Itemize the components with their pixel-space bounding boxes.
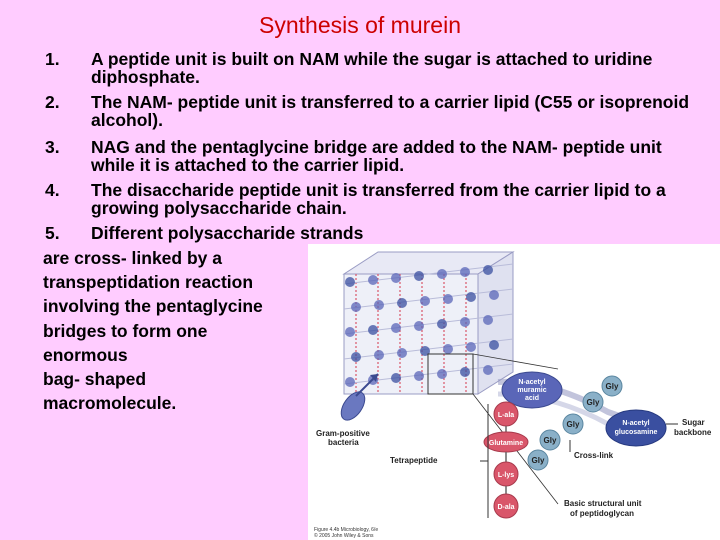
- lattice-sphere: [483, 265, 493, 275]
- step-number: 1.: [45, 49, 60, 69]
- lattice-sphere: [391, 273, 401, 283]
- step-text: The NAM- peptide unit is transferred to …: [91, 92, 690, 130]
- nag-label-2: glucosamine: [615, 429, 658, 436]
- gram-positive-label: Gram-positive: [316, 429, 370, 438]
- step-text: NAG and the pentaglycine bridge are adde…: [91, 137, 662, 175]
- gly-label: Gly: [532, 456, 545, 465]
- lattice-sphere: [443, 294, 453, 304]
- lattice-sphere: [345, 377, 355, 387]
- continuation-line: are cross- linked by a: [43, 248, 222, 268]
- lattice-sphere: [397, 348, 407, 358]
- lattice-sphere: [437, 269, 447, 279]
- step-5-continuation: are cross- linked by a transpeptidation …: [43, 246, 308, 415]
- lattice-cube: [342, 251, 515, 395]
- lattice-sphere: [368, 325, 378, 335]
- lattice-sphere: [437, 319, 447, 329]
- step-number: 2.: [45, 92, 60, 112]
- l-ala-label: L-ala: [498, 412, 514, 419]
- step-number: 3.: [45, 137, 60, 157]
- lattice-sphere: [489, 290, 499, 300]
- lattice-sphere: [391, 373, 401, 383]
- gly-label: Gly: [587, 398, 600, 407]
- lattice-sphere: [483, 315, 493, 325]
- sugar-backbone-label: Sugar: [682, 418, 705, 427]
- step-text: The disaccharide peptide unit is transfe…: [91, 180, 666, 218]
- lattice-sphere: [460, 317, 470, 327]
- d-ala-label: D-ala: [497, 504, 514, 511]
- structural-unit: N-acetyl muramic acid N-acetyl glucosami…: [390, 371, 712, 519]
- lattice-sphere: [414, 371, 424, 381]
- lattice-sphere: [466, 342, 476, 352]
- continuation-line: involving the pentaglycine: [43, 296, 263, 317]
- lattice-sphere: [443, 344, 453, 354]
- step-text: A peptide unit is built on NAM while the…: [91, 49, 653, 87]
- gram-positive-label-2: bacteria: [328, 438, 359, 447]
- step-number: 4.: [45, 180, 60, 200]
- continuation-line: enormous: [43, 344, 128, 365]
- slide-title: Synthesis of murein: [259, 12, 461, 38]
- nam-label-3: acid: [525, 395, 539, 402]
- figure-caption: Figure 4.4b Microbiology, 6/e: [314, 527, 378, 533]
- nam-label: N-acetyl: [518, 379, 545, 386]
- lattice-spheres: [345, 265, 499, 387]
- lattice-sphere: [489, 340, 499, 350]
- lattice-sphere: [466, 292, 476, 302]
- gly-label: Gly: [567, 420, 580, 429]
- tetrapeptide-label: Tetrapeptide: [390, 456, 438, 465]
- continuation-line: transpeptidation reaction: [43, 272, 254, 293]
- step-text: Different polysaccharide strands: [91, 223, 364, 243]
- glutamine-label: Glutamine: [489, 440, 523, 447]
- gly-label: Gly: [606, 382, 619, 391]
- figure-caption-2: © 2005 John Wiley & Sons: [314, 532, 374, 539]
- cross-link-label: Cross-link: [574, 451, 614, 460]
- lattice-sphere: [414, 271, 424, 281]
- nag-label: N-acetyl: [622, 420, 649, 427]
- lattice-sphere: [368, 275, 378, 285]
- lattice-sphere: [374, 300, 384, 310]
- sugar-backbone-label-2: backbone: [674, 428, 712, 437]
- peptidoglycan-diagram: Gram-positive bacteria N-acetyl muramic …: [314, 251, 712, 539]
- lattice-sphere: [460, 267, 470, 277]
- basic-unit-label: Basic structural unit: [564, 499, 642, 508]
- basic-unit-label-2: of peptidoglycan: [570, 509, 634, 518]
- lattice-sphere: [351, 302, 361, 312]
- lattice-sphere: [345, 277, 355, 287]
- lattice-sphere: [374, 350, 384, 360]
- lattice-sphere: [345, 327, 355, 337]
- lattice-sphere: [460, 367, 470, 377]
- step-number: 5.: [45, 223, 60, 243]
- lattice-sphere: [397, 298, 407, 308]
- continuation-line: bridges to form one: [43, 320, 208, 341]
- lattice-sphere: [351, 352, 361, 362]
- lattice-sphere: [437, 369, 447, 379]
- lattice-sphere: [483, 365, 493, 375]
- nam-label-2: muramic: [517, 387, 546, 394]
- lattice-sphere: [420, 296, 430, 306]
- continuation-line: bag- shaped: [43, 369, 147, 390]
- lattice-sphere: [391, 323, 401, 333]
- continuation-line: macromolecule.: [43, 393, 177, 414]
- l-lys-label: L-lys: [498, 472, 514, 479]
- peptidoglycan-figure: Gram-positive bacteria N-acetyl muramic …: [308, 244, 720, 540]
- gly-label: Gly: [544, 436, 557, 445]
- gram-positive-cell: Gram-positive bacteria: [316, 373, 379, 447]
- lattice-sphere: [414, 321, 424, 331]
